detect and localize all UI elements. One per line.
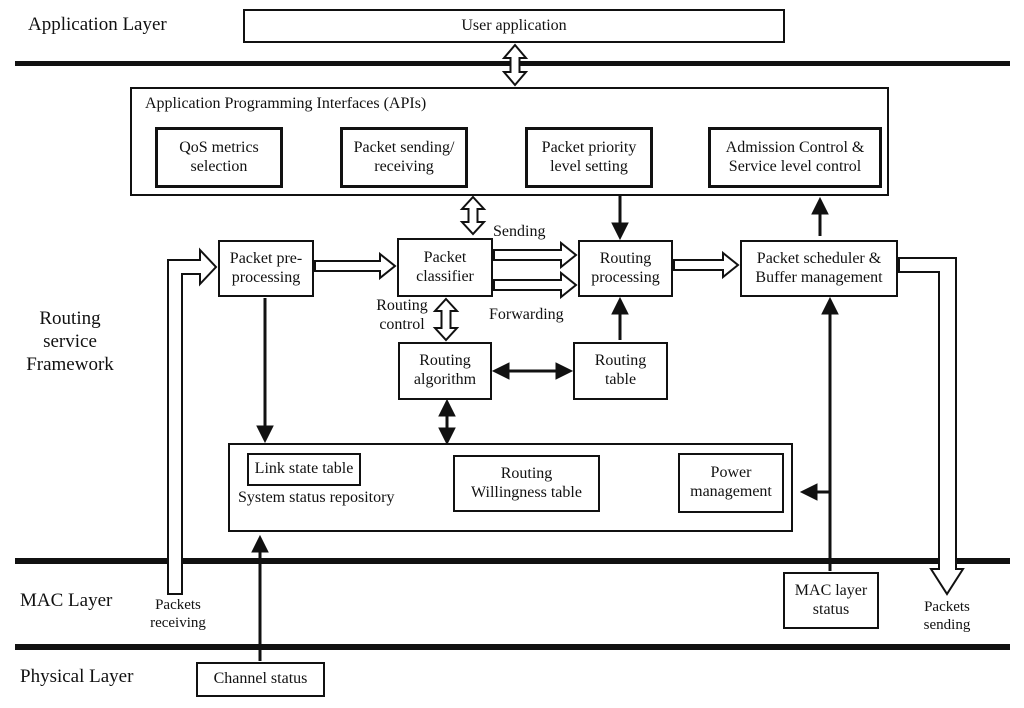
arrow-routing-control-bidirectional xyxy=(432,297,460,342)
admission-control-box: Admission Control & Service level contro… xyxy=(708,127,882,188)
arrow-table-to-processing xyxy=(611,296,629,340)
packets-sending-label: Packets sending xyxy=(923,599,971,633)
system-status-repository-title: System status repository xyxy=(238,489,395,506)
packet-priority-box: Packet priority level setting xyxy=(525,127,653,188)
packet-preprocessing-box: Packet pre- processing xyxy=(218,240,314,297)
arrow-userapp-apis-bidirectional xyxy=(501,43,529,87)
sending-flow-label: Sending xyxy=(493,223,546,240)
arrow-packets-receiving-pipe xyxy=(167,247,218,595)
packet-classifier-box: Packet classifier xyxy=(397,238,493,297)
user-application-box: User application xyxy=(243,9,785,43)
qos-metrics-box: QoS metrics selection xyxy=(155,127,283,188)
arrow-scheduler-to-admission xyxy=(811,196,829,236)
channel-status-box: Channel status xyxy=(196,662,325,697)
arrow-apis-classifier-bidirectional xyxy=(459,195,487,236)
arrow-processing-to-scheduler xyxy=(673,250,740,280)
routing-processing-box: Routing processing xyxy=(578,240,673,297)
packet-sending-receiving-box: Packet sending/ receiving xyxy=(340,127,468,188)
arrow-priority-to-routing-processing xyxy=(611,190,629,241)
apis-title: Application Programming Interfaces (APIs… xyxy=(145,95,427,112)
arrow-channel-status-to-repository xyxy=(251,534,269,661)
arrow-algorithm-repository-bidirectional xyxy=(438,398,456,446)
routing-algorithm-box: Routing algorithm xyxy=(398,342,492,400)
arrow-algorithm-table-bidirectional xyxy=(491,362,574,380)
routing-willingness-box: Routing Willingness table xyxy=(453,455,600,512)
mac-layer-label: MAC Layer xyxy=(20,590,113,611)
layer-divider-physical xyxy=(15,644,1010,650)
arrow-mac-status-to-scheduler xyxy=(821,296,839,571)
physical-layer-label: Physical Layer xyxy=(20,666,134,687)
packet-scheduler-box: Packet scheduler & Buffer management xyxy=(740,240,898,297)
routing-table-box: Routing table xyxy=(573,342,668,400)
mac-layer-status-box: MAC layer status xyxy=(783,572,879,629)
power-management-box: Power management xyxy=(678,453,784,513)
application-layer-label: Application Layer xyxy=(28,14,167,35)
arrow-mac-status-to-power xyxy=(799,483,830,501)
arrow-preprocessing-to-repository xyxy=(256,298,274,444)
forwarding-flow-label: Forwarding xyxy=(489,306,564,323)
routing-framework-label: Routing service Framework xyxy=(26,308,114,375)
arrow-classifier-to-processing-sending xyxy=(493,240,578,270)
arrow-preprocessing-to-classifier xyxy=(314,251,397,281)
arrow-packets-sending-pipe xyxy=(898,257,965,596)
routing-control-flow-label: Routing control xyxy=(376,297,428,334)
link-state-table-box: Link state table xyxy=(247,453,361,486)
packets-receiving-label: Packets receiving xyxy=(150,597,206,631)
arrow-classifier-to-processing-forwarding xyxy=(493,270,578,300)
layer-divider-mac xyxy=(15,558,1010,564)
